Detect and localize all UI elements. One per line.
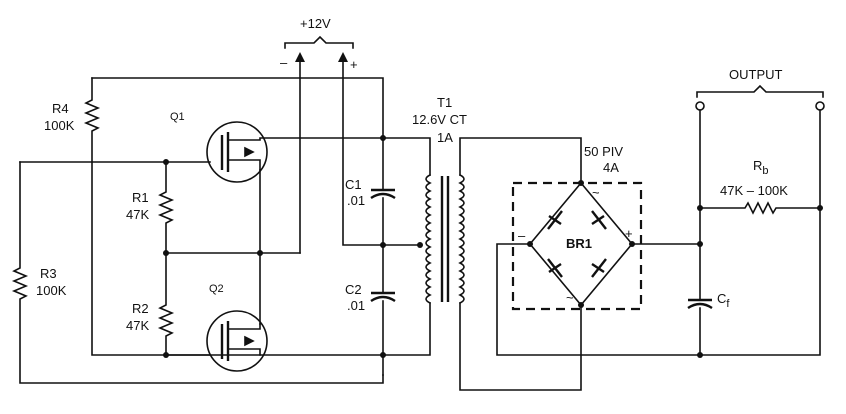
- wire-supply-plus: [342, 57, 421, 246]
- c2-value: .01: [347, 298, 365, 313]
- cf-subscript: f: [726, 298, 730, 310]
- wire-r3: [11, 161, 384, 384]
- bridge-box: [511, 181, 643, 311]
- rb-value: 47K – 100K: [720, 183, 788, 198]
- bridge-current: 4A: [603, 160, 619, 175]
- r4-value: 100K: [44, 118, 75, 133]
- wire-bridge-minus: [496, 243, 701, 356]
- rb-subscript: b: [762, 165, 768, 177]
- arrow-minus-icon: [295, 52, 305, 62]
- wire-r4: [83, 77, 101, 163]
- bridge-name: BR1: [566, 236, 592, 251]
- transistor-q2: [206, 310, 268, 372]
- wire-r2: [157, 252, 175, 356]
- wire-r1: [157, 161, 175, 254]
- junction-dots: [163, 135, 823, 358]
- bridge-plus-sign: +: [625, 226, 633, 241]
- cf-name: Cf: [717, 291, 730, 310]
- t1-rating: 12.6V CT: [412, 112, 467, 127]
- q2-name: Q2: [209, 283, 224, 295]
- wire-rb: [699, 201, 821, 215]
- c1-value: .01: [347, 193, 365, 208]
- c2-name: C2: [345, 282, 362, 297]
- t1-current: 1A: [437, 130, 453, 145]
- rb-letter: R: [753, 158, 762, 173]
- bridge-ac-bottom: ~: [566, 290, 574, 305]
- arrow-plus-icon: [338, 52, 348, 62]
- cf-plate-bottom: [687, 302, 713, 310]
- supply-brace: [284, 35, 354, 49]
- c1-plate-bottom: [370, 192, 396, 200]
- r3-value: 100K: [36, 283, 67, 298]
- bridge-minus-sign: –: [518, 228, 526, 243]
- output-terminal-right: [815, 101, 825, 111]
- c1-name: C1: [345, 177, 362, 192]
- r3-name: R3: [40, 266, 57, 281]
- supply-minus-sign: –: [280, 55, 288, 70]
- supply-label: +12V: [300, 16, 331, 31]
- output-label: OUTPUT: [729, 67, 783, 82]
- supply-plus-sign: +: [350, 57, 358, 72]
- wire-top-rail: [91, 77, 384, 139]
- output-terminal-left: [695, 101, 705, 111]
- r1-name: R1: [132, 190, 149, 205]
- r2-name: R2: [132, 301, 149, 316]
- bridge-ac-top: ~: [592, 185, 600, 200]
- wire-cf: [699, 109, 821, 356]
- transistor-q1: [206, 121, 384, 183]
- bridge-piv: 50 PIV: [584, 144, 623, 159]
- transformer-t1: [382, 137, 582, 391]
- t1-name: T1: [437, 95, 452, 110]
- cf-letter: C: [717, 291, 726, 306]
- rb-name: Rb: [753, 158, 769, 177]
- r2-value: 47K: [126, 318, 149, 333]
- wire-bottom-rail: [91, 161, 384, 356]
- output-brace: [696, 84, 824, 98]
- r1-value: 47K: [126, 207, 149, 222]
- q1-name: Q1: [170, 111, 185, 123]
- c2-plate-bottom: [370, 295, 396, 303]
- r4-name: R4: [52, 101, 69, 116]
